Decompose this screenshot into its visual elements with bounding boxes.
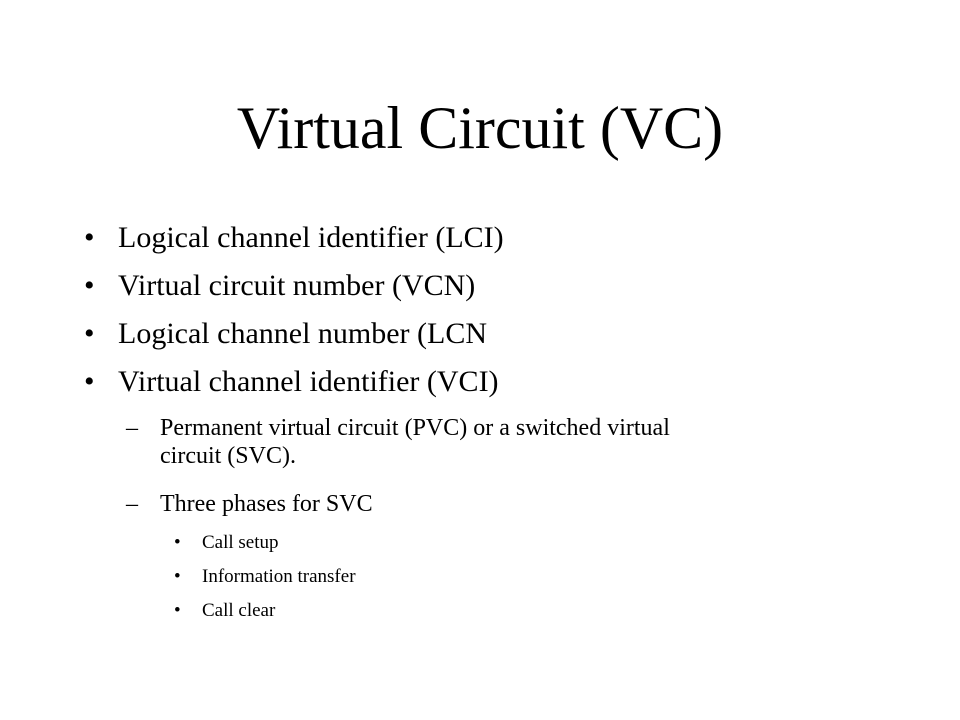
dash-icon: – [126, 491, 138, 517]
subitem-text-line2: circuit (SVC). [160, 443, 296, 469]
bullet-text: Logical channel number (LCN [118, 317, 488, 350]
phase-text: Call clear [202, 600, 276, 621]
phase-text: Call setup [202, 532, 279, 553]
subitem-text-line1: Permanent virtual circuit (PVC) or a swi… [160, 415, 670, 441]
bullet-icon: • [84, 317, 95, 350]
bullet-icon: • [84, 221, 95, 254]
dash-icon: – [126, 415, 138, 441]
bullet-text: Logical channel identifier (LCI) [118, 221, 504, 254]
bullet-icon: • [84, 269, 95, 302]
bullet-icon: • [174, 532, 181, 553]
bullet-icon: • [84, 365, 95, 398]
phase-text: Information transfer [202, 566, 356, 587]
bullet-icon: • [174, 600, 181, 621]
bullet-icon: • [174, 566, 181, 587]
bullet-text: Virtual circuit number (VCN) [118, 269, 476, 302]
subitem-text: Three phases for SVC [160, 491, 373, 517]
slide-title: Virtual Circuit (VC) [236, 95, 724, 161]
bullet-text: Virtual channel identifier (VCI) [118, 365, 499, 398]
